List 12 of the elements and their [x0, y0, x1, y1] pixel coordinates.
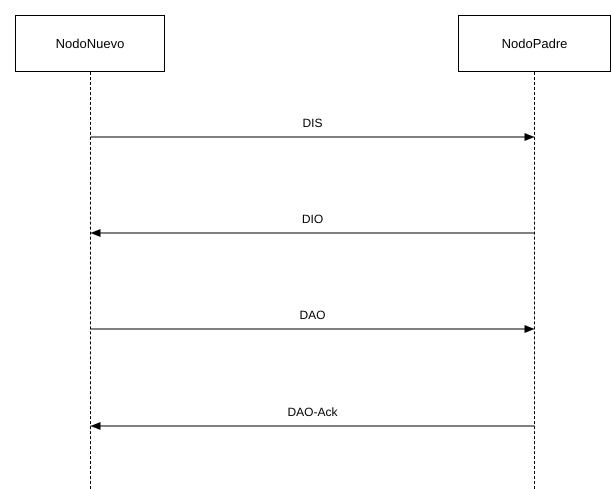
message-label: DIO	[300, 212, 326, 226]
message-label: DIS	[300, 116, 324, 130]
lifeline	[90, 72, 91, 489]
lifeline-header-box: NodoNuevo	[15, 15, 165, 72]
message-arrow	[90, 229, 535, 237]
message-arrow	[90, 133, 535, 141]
lifeline	[534, 72, 535, 489]
message-arrow	[90, 325, 535, 333]
message-arrow	[90, 422, 535, 430]
message-label: DAO-Ack	[286, 405, 340, 419]
lifeline-header-box: NodoPadre	[458, 15, 611, 72]
message-label: DAO	[298, 308, 328, 322]
